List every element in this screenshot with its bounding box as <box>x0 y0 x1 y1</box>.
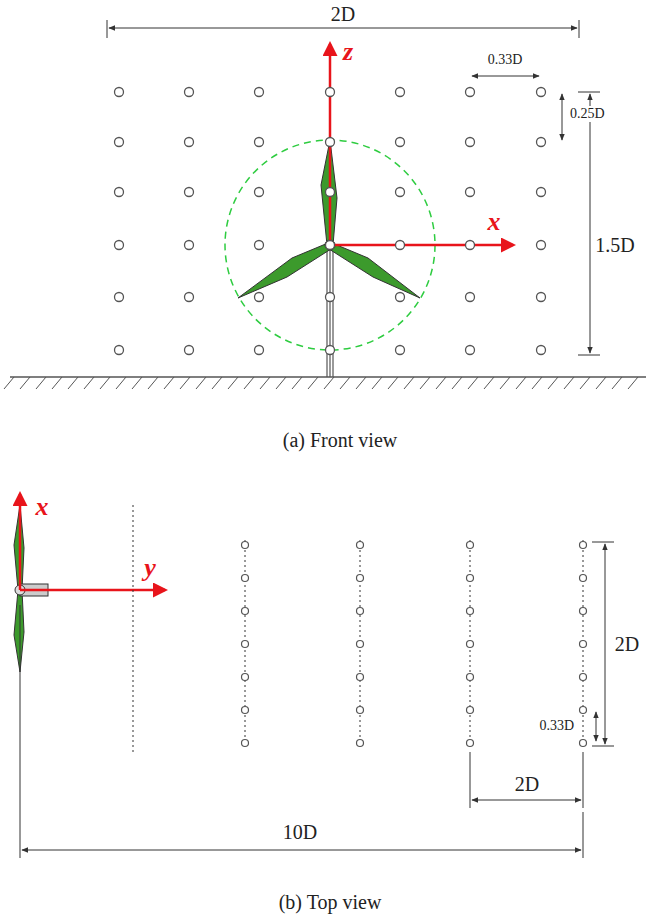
caption: (a) Front view <box>283 429 397 451</box>
front-view <box>4 20 646 389</box>
top-view <box>14 494 614 858</box>
dimension-label: 0.33D <box>488 52 523 67</box>
axis-label: z <box>343 38 353 67</box>
dimension-label: 2D <box>615 633 639 655</box>
dimension-label: 2D <box>515 773 539 795</box>
dimension-label: 10D <box>283 821 317 843</box>
axis-label: y <box>144 554 156 583</box>
axis-label: x <box>488 208 501 237</box>
caption: (b) Top view <box>279 891 382 913</box>
dimension-label: 0.25D <box>568 106 607 121</box>
axis-label: x <box>36 493 49 522</box>
dimension-label: 0.33D <box>537 718 576 733</box>
dimension-label: 1.5D <box>595 234 634 256</box>
dimension-label: 2D <box>329 3 357 25</box>
